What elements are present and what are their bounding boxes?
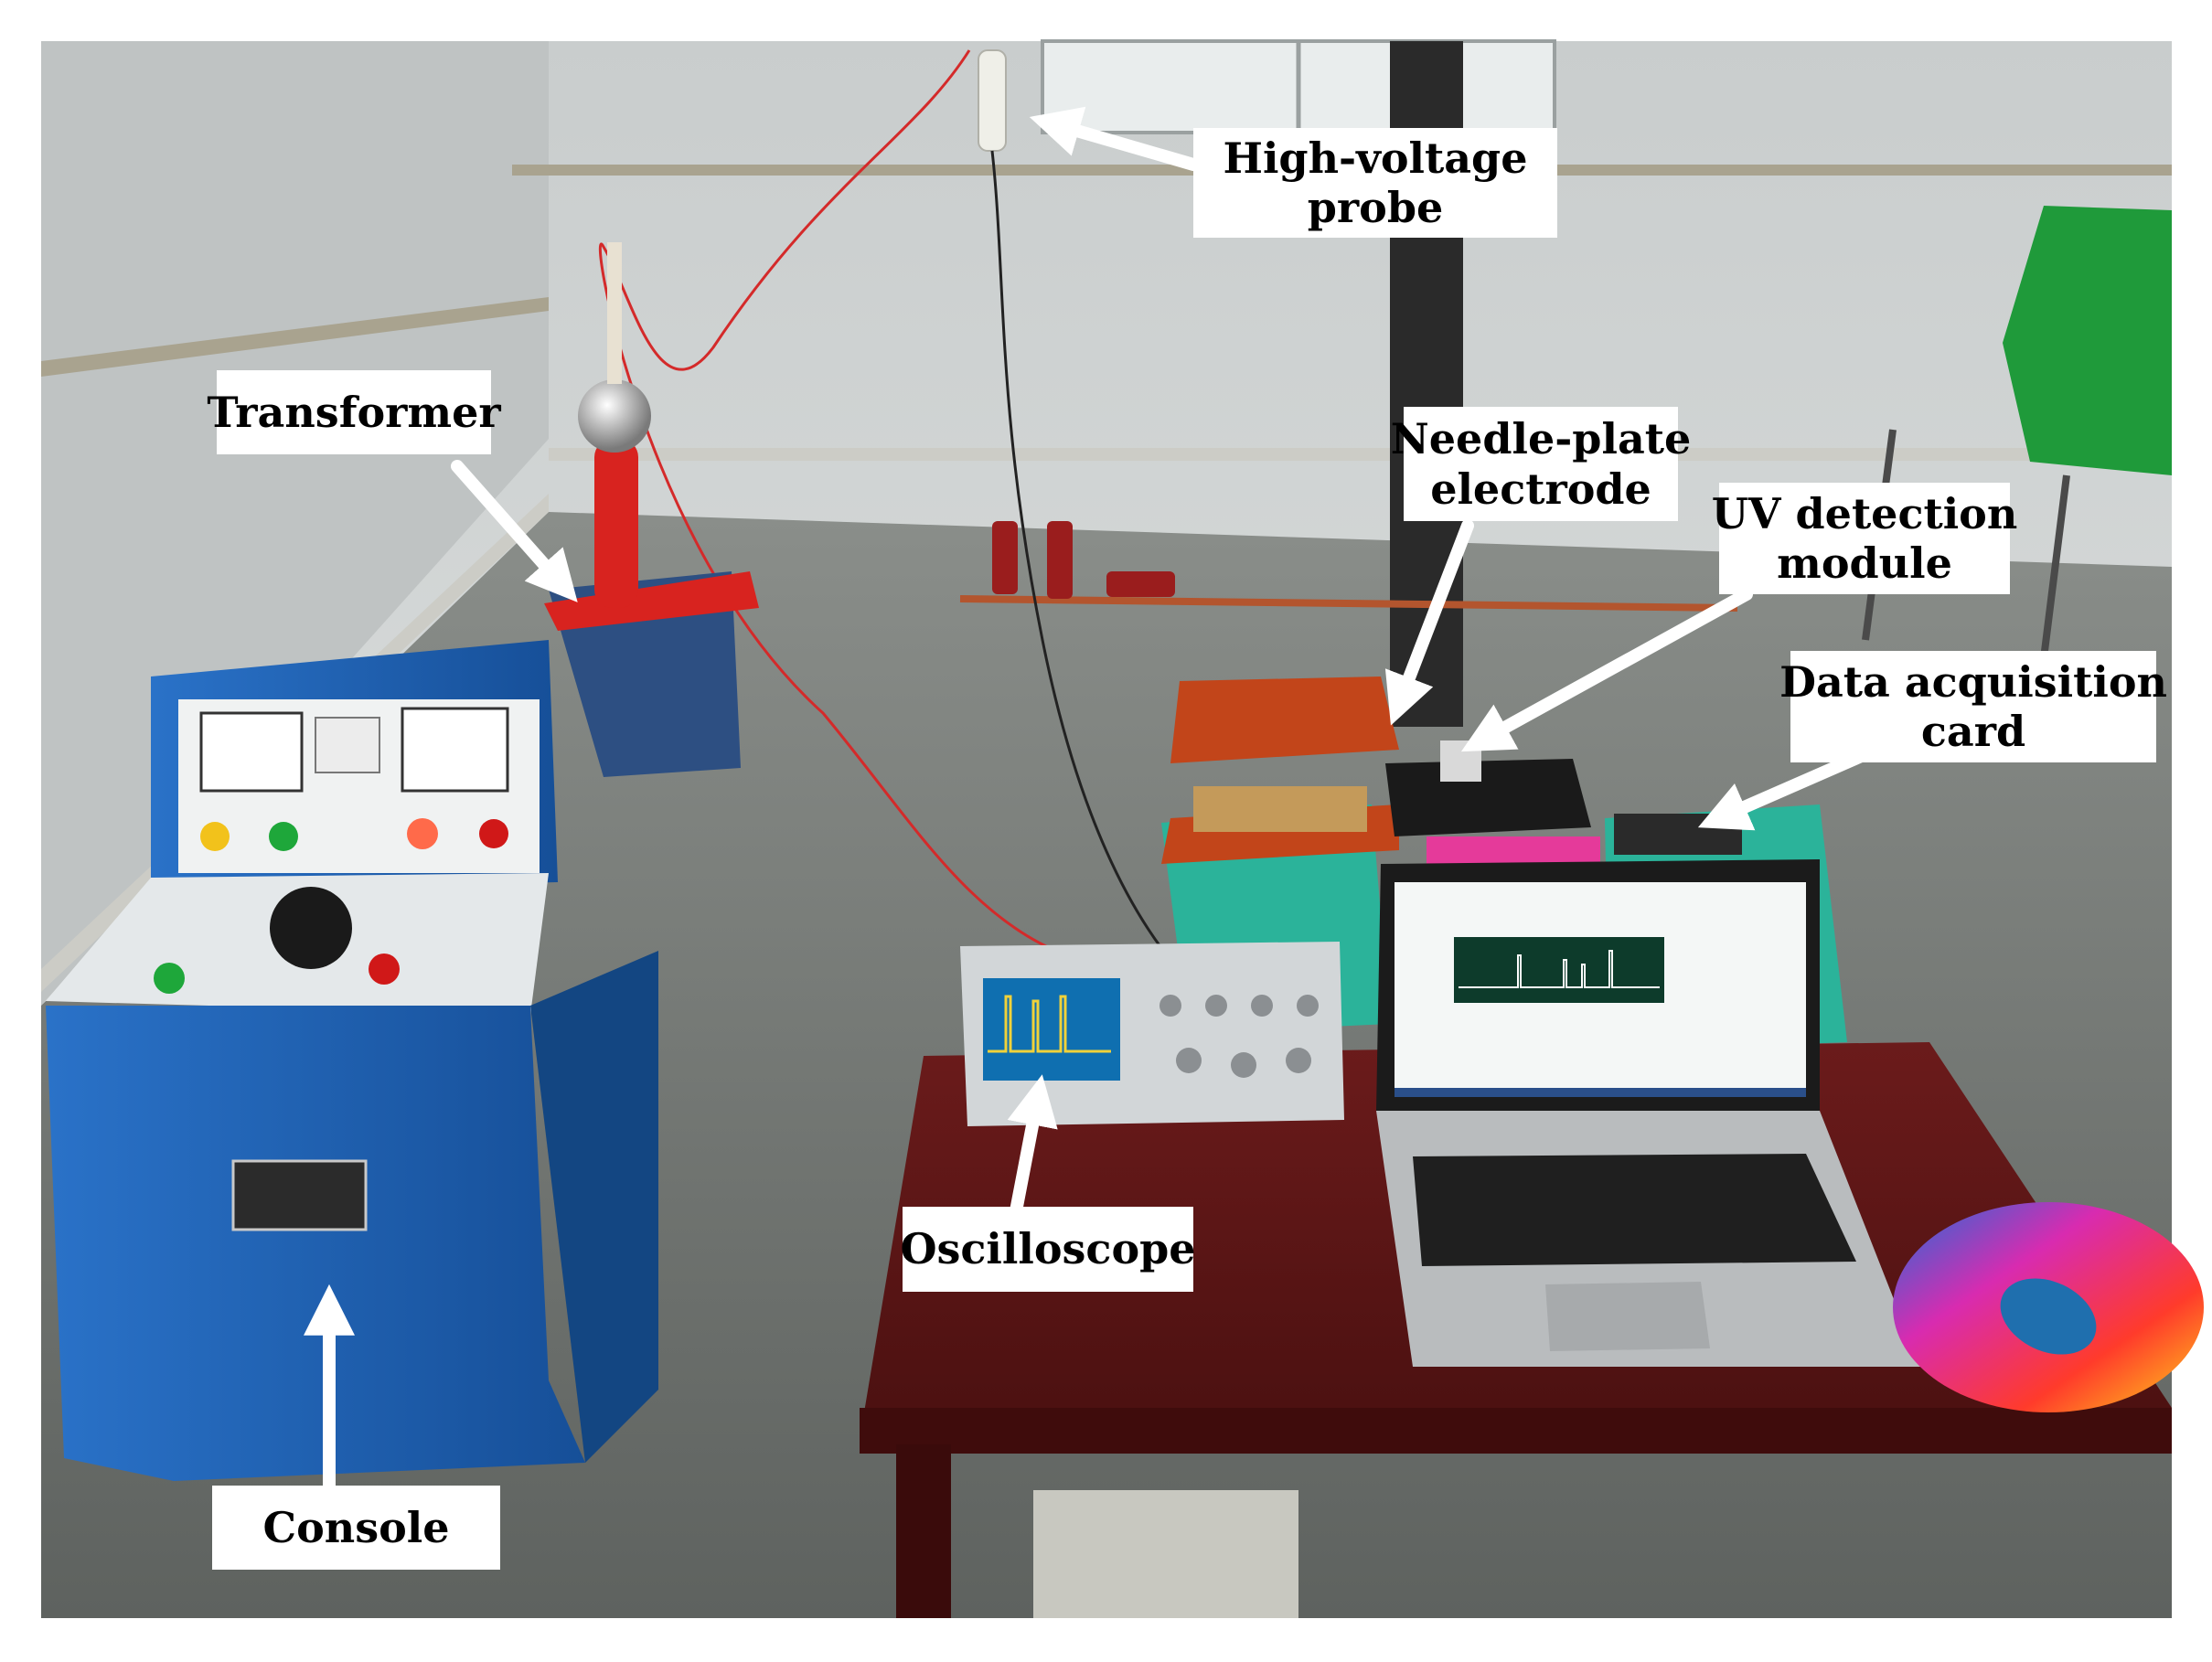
table-leg bbox=[896, 1444, 951, 1618]
label-needle-plate-electrode-line1: Needle-plate bbox=[1390, 414, 1692, 464]
label-uv-detection-module-line2: module bbox=[1777, 538, 1952, 588]
label-high-voltage-probe-line1: High-voltage bbox=[1223, 133, 1528, 183]
oscilloscope-trace bbox=[988, 995, 1111, 1053]
mouse bbox=[2000, 1278, 2097, 1355]
lamp-yellow bbox=[200, 822, 230, 851]
label-needle-plate-electrode: Needle-plate electrode bbox=[1391, 407, 1691, 521]
control-knob bbox=[270, 887, 352, 969]
lamp-red-lit bbox=[407, 818, 438, 849]
label-high-voltage-probe: High-voltage probe bbox=[1193, 128, 1557, 238]
label-oscilloscope-text: Oscilloscope bbox=[900, 1224, 1196, 1274]
lamp-green bbox=[269, 822, 298, 851]
label-arrows bbox=[304, 106, 1872, 1497]
resistor-1 bbox=[992, 521, 1018, 594]
pink-base bbox=[1427, 836, 1600, 864]
label-transformer: Transformer bbox=[207, 370, 501, 454]
desk-red-button bbox=[369, 954, 400, 985]
laptop-waveform bbox=[1459, 950, 1660, 988]
table-front bbox=[860, 1408, 2172, 1454]
label-uv-detection-module: UV detection module bbox=[1712, 483, 2017, 594]
laptop-keyboard bbox=[1413, 1154, 1856, 1266]
laptop-touchpad bbox=[1545, 1282, 1710, 1351]
arrow-needle-plate-electrode bbox=[1384, 519, 1474, 726]
uv-black-box bbox=[1385, 759, 1591, 836]
label-oscilloscope: Oscilloscope bbox=[900, 1207, 1196, 1292]
laptop-waveform-box bbox=[1454, 937, 1664, 1003]
transformer-rod bbox=[607, 242, 622, 384]
transformer-top bbox=[544, 571, 759, 631]
arrow-high-voltage-probe bbox=[1029, 106, 1200, 171]
console-side bbox=[530, 951, 658, 1463]
label-uv-detection-module-line1: UV detection bbox=[1711, 488, 2018, 538]
label-transformer-text: Transformer bbox=[207, 387, 501, 437]
resistor-2 bbox=[1047, 521, 1073, 599]
meter-right bbox=[401, 707, 509, 793]
resistor-3 bbox=[1106, 571, 1175, 597]
label-data-acquisition-card-line1: Data acquisition bbox=[1779, 656, 2167, 707]
left-wall-rail bbox=[41, 297, 549, 377]
arrow-transformer bbox=[451, 460, 578, 602]
uv-module bbox=[1440, 740, 1481, 782]
lamp-red bbox=[479, 819, 508, 848]
label-high-voltage-probe-line2: probe bbox=[1307, 183, 1444, 232]
console-nameplate bbox=[231, 1159, 368, 1231]
instrument-under-table bbox=[1033, 1490, 1298, 1618]
ground-rod bbox=[959, 595, 1738, 612]
arrow-uv-detection-module bbox=[1460, 588, 1753, 752]
label-data-acquisition-card-line2: card bbox=[1920, 707, 2026, 756]
arrow-data-acquisition-card bbox=[1697, 748, 1872, 831]
label-data-acquisition-card: Data acquisition card bbox=[1779, 651, 2167, 762]
label-console: Console bbox=[212, 1486, 500, 1570]
laptop-taskbar bbox=[1395, 1088, 1806, 1097]
oscilloscope-screen bbox=[983, 978, 1120, 1081]
label-console-text: Console bbox=[262, 1502, 450, 1552]
green-chair bbox=[2003, 206, 2172, 475]
hv-probe-body bbox=[978, 49, 1007, 152]
probe-cable bbox=[990, 150, 1172, 961]
meter-left bbox=[199, 711, 304, 793]
electrode-wood-base bbox=[1193, 786, 1367, 832]
desk-green-button bbox=[154, 963, 185, 994]
console-lower bbox=[46, 1006, 585, 1481]
transformer-bushing bbox=[594, 439, 638, 608]
transformer-sphere bbox=[578, 379, 651, 453]
label-needle-plate-electrode-line2: electrode bbox=[1430, 463, 1651, 514]
arrow-oscilloscope bbox=[1007, 1074, 1058, 1222]
electrode-top-plate bbox=[1170, 677, 1399, 763]
baseboard-pipe bbox=[549, 448, 2172, 461]
timer-display bbox=[315, 717, 380, 773]
oscilloscope-knobs bbox=[1159, 995, 1319, 1078]
red-hv-wire bbox=[598, 49, 1080, 962]
